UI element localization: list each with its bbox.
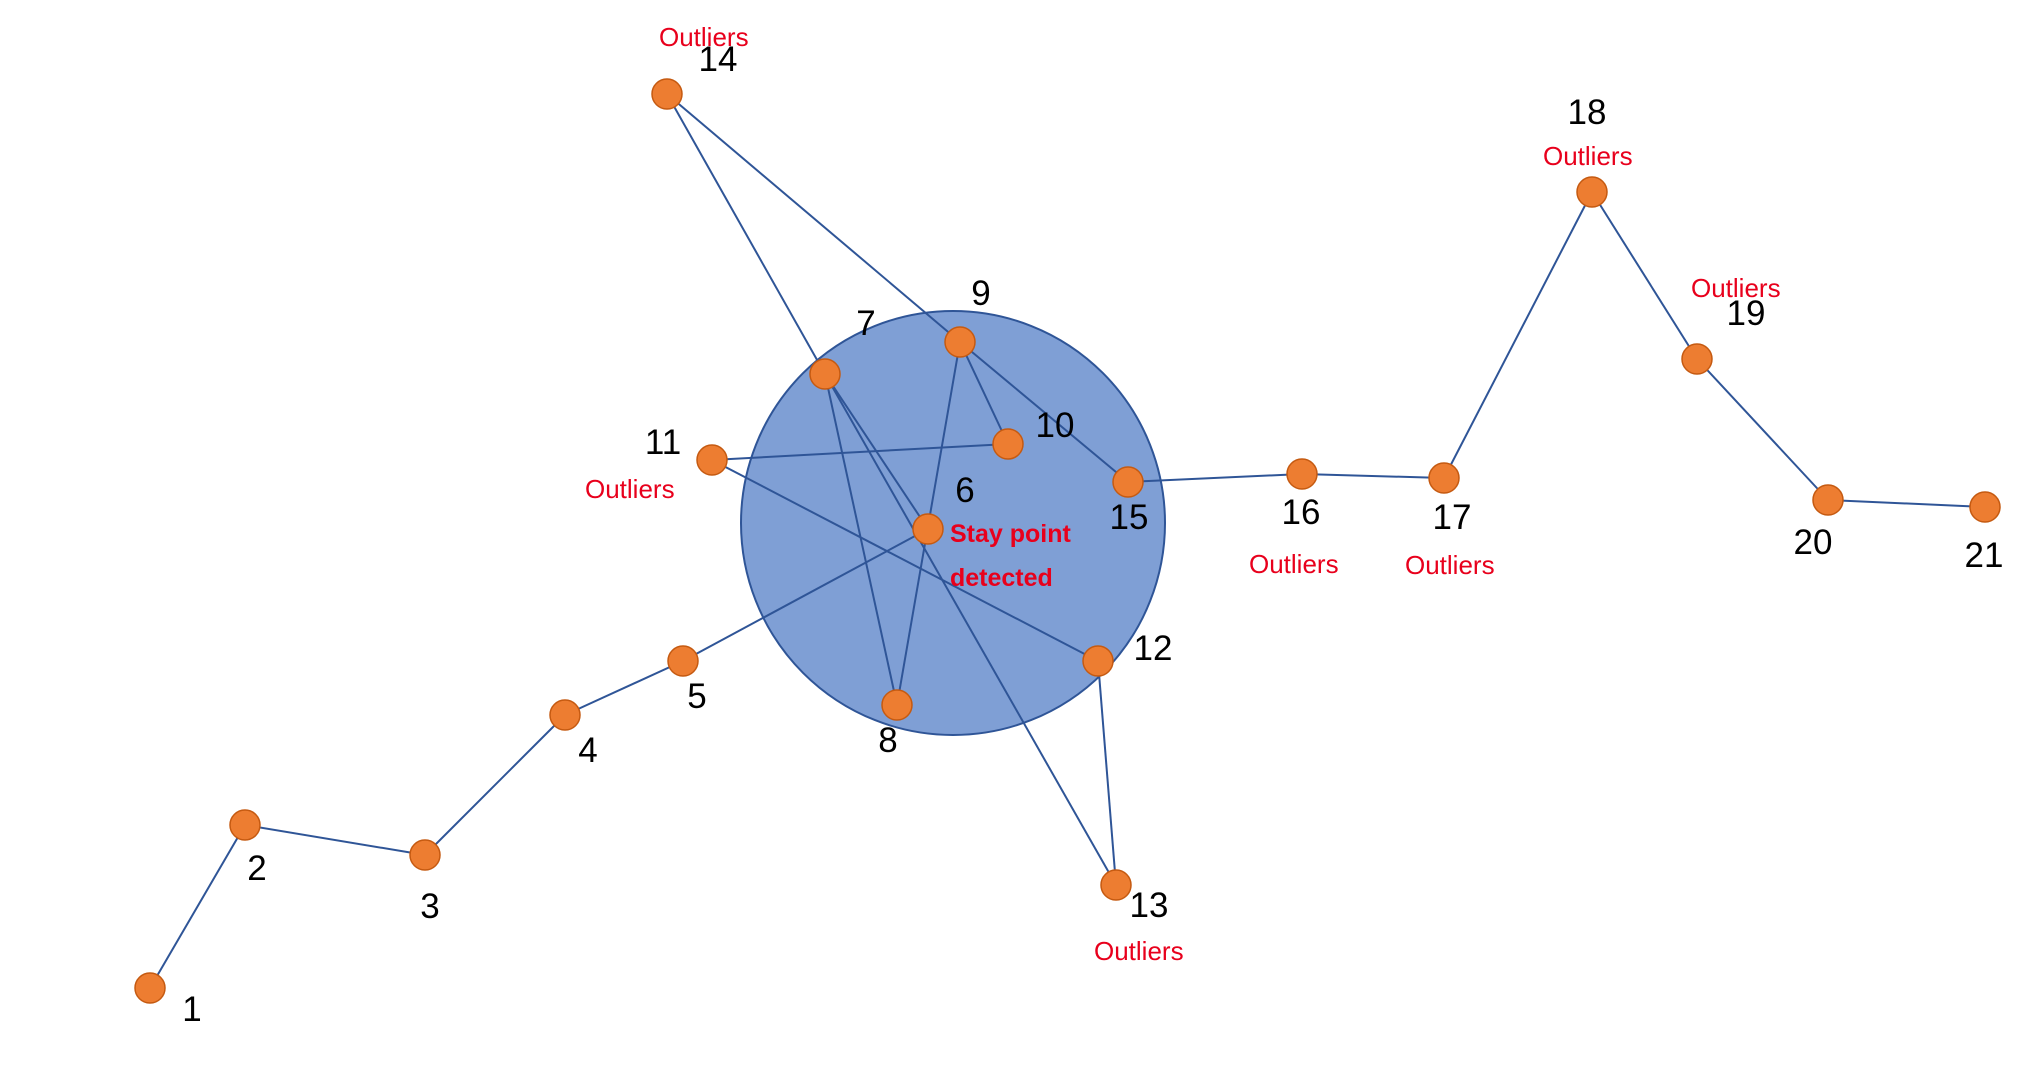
point-21 [1969,491,2001,523]
point-1 [134,972,166,1004]
edge-11-12 [711,459,1099,662]
trajectory-points [134,78,2001,1004]
edge-19-20 [1696,358,1829,501]
edge-2-3 [244,824,426,856]
point-label-5: 5 [687,677,706,716]
stay-point-label-line2: detected [950,564,1053,592]
edge-3-4 [424,714,566,856]
outlier-label-16: Outliers [1249,549,1339,579]
point-15 [1112,466,1144,498]
outlier-label-17: Outliers [1405,550,1495,580]
annotations: Outliers Outliers Outliers Outliers Outl… [585,22,1781,966]
point-7 [809,358,841,390]
edge-9-10 [959,341,1009,445]
point-label-13: 13 [1130,886,1169,925]
edge-7-14 [666,93,826,375]
point-12 [1082,645,1114,677]
point-13 [1100,869,1132,901]
edge-13-7 [824,373,1117,886]
edge-1-2 [149,824,246,989]
point-2 [229,809,261,841]
point-label-21: 21 [1965,536,2004,575]
point-20 [1812,484,1844,516]
edge-12-13 [1097,660,1117,886]
edge-4-5 [564,660,684,716]
edge-7-8 [824,373,898,706]
point-label-20: 20 [1794,523,1833,562]
outlier-label-18: Outliers [1543,141,1633,171]
point-17 [1428,462,1460,494]
edge-16-17 [1301,473,1445,479]
outlier-label-11: Outliers [585,474,675,504]
point-label-4: 4 [578,731,597,770]
point-14 [651,78,683,110]
point-18 [1576,176,1608,208]
point-label-3: 3 [420,887,439,926]
point-6 [912,513,944,545]
edge-9-15 [959,341,1129,483]
point-label-14: 14 [699,40,738,79]
point-label-19: 19 [1727,294,1766,333]
point-label-2: 2 [247,849,266,888]
point-19 [1681,343,1713,375]
point-label-18: 18 [1568,93,1607,132]
point-label-9: 9 [971,274,990,313]
point-5 [667,645,699,677]
point-11 [696,444,728,476]
point-label-17: 17 [1433,498,1472,537]
point-label-11: 11 [645,423,681,462]
point-label-10: 10 [1036,406,1075,445]
edge-20-21 [1827,499,1986,508]
point-label-1: 1 [182,990,201,1029]
edge-14-9 [666,93,961,343]
edge-10-11 [711,443,1009,461]
stay-point-cluster [740,310,1166,736]
outlier-label-19: Outliers [1691,273,1781,303]
point-8 [881,689,913,721]
edge-18-19 [1591,191,1698,360]
outlier-label-13: Outliers [1094,936,1184,966]
point-3 [409,839,441,871]
point-label-16: 16 [1282,493,1321,532]
edge-15-16 [1127,473,1303,483]
trajectory-edges [149,93,1986,989]
point-10 [992,428,1024,460]
point-label-6: 6 [955,471,974,510]
point-label-8: 8 [878,721,897,760]
point-label-7: 7 [856,304,875,343]
point-4 [549,699,581,731]
point-16 [1286,458,1318,490]
edge-17-18 [1443,191,1593,479]
point-9 [944,326,976,358]
point-label-15: 15 [1110,498,1149,537]
stay-point-label-line1: Stay point [950,520,1072,548]
point-label-12: 12 [1134,629,1173,668]
outlier-label-14: Outliers [659,22,749,52]
